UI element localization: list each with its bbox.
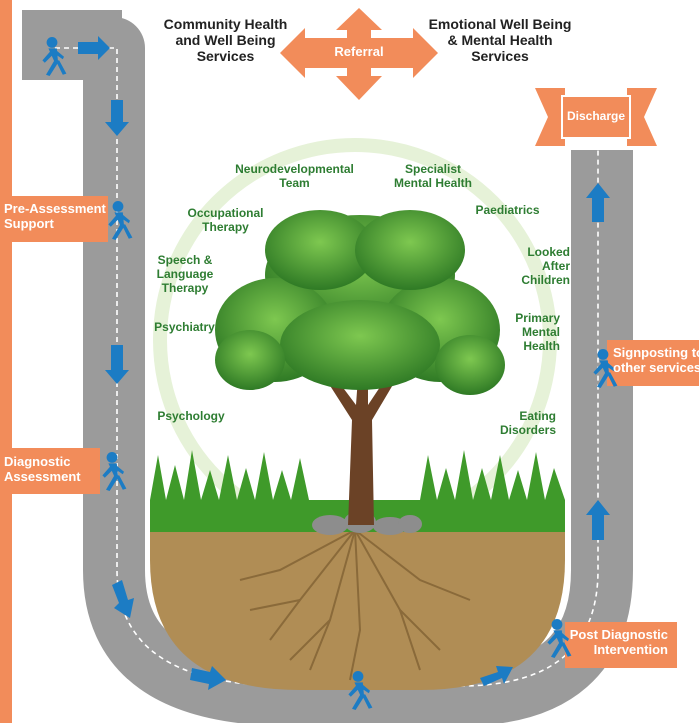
service-neurodevelopmental: Neurodevelopmental Team <box>235 162 354 190</box>
four-way-arrow-icon <box>280 8 438 100</box>
service-specialist: Specialist Mental Health <box>393 162 472 190</box>
direction-arrow-icon <box>105 100 129 136</box>
service-eating: Eating Disorders <box>499 409 556 437</box>
diagnostic-label: Diagnostic Assessment <box>4 454 81 484</box>
direction-arrow-icon <box>78 36 110 60</box>
community-health-label: Community Health and Well Being Services <box>163 16 288 65</box>
emotional-wellbeing-label: Emotional Well Being & Mental Health Ser… <box>428 16 572 65</box>
pre-assessment-tag <box>0 196 108 242</box>
signposting-label: Signposting to other services <box>613 346 699 375</box>
service-speech: Speech & Language Therapy <box>156 253 214 295</box>
tree-canopy <box>215 210 505 395</box>
post-diagnostic-tag <box>565 622 677 668</box>
discharge-label: Discharge <box>566 109 626 123</box>
direction-arrows <box>78 36 610 690</box>
service-paediatrics: Paediatrics <box>475 203 540 217</box>
service-occupational: Occupational Therapy <box>187 206 264 234</box>
direction-arrow-icon <box>586 500 610 540</box>
direction-arrow-icon <box>105 345 129 384</box>
direction-arrow-icon <box>480 666 513 686</box>
direction-arrow-icon <box>112 580 134 618</box>
tree-trunk <box>320 350 404 525</box>
referral-label: Referral <box>334 44 384 59</box>
diagnostic-tag <box>0 448 100 494</box>
tree-roots <box>239 529 471 681</box>
banner-icon <box>535 88 657 146</box>
soil <box>150 530 565 690</box>
pre-assessment-label: Pre-Assessment Support <box>4 201 106 231</box>
signposting-tag <box>607 340 699 386</box>
service-looked-after: Looked After Children <box>521 245 570 287</box>
service-primary: Primary Mental Health <box>515 311 560 353</box>
service-psychology: Psychology <box>157 409 225 423</box>
service-psychiatry: Psychiatry <box>154 320 215 334</box>
direction-arrow-icon <box>586 183 610 222</box>
left-accent-bar <box>0 0 12 723</box>
post-diagnostic-label: Post Diagnostic Intervention <box>569 627 668 657</box>
direction-arrow-icon <box>190 666 226 690</box>
